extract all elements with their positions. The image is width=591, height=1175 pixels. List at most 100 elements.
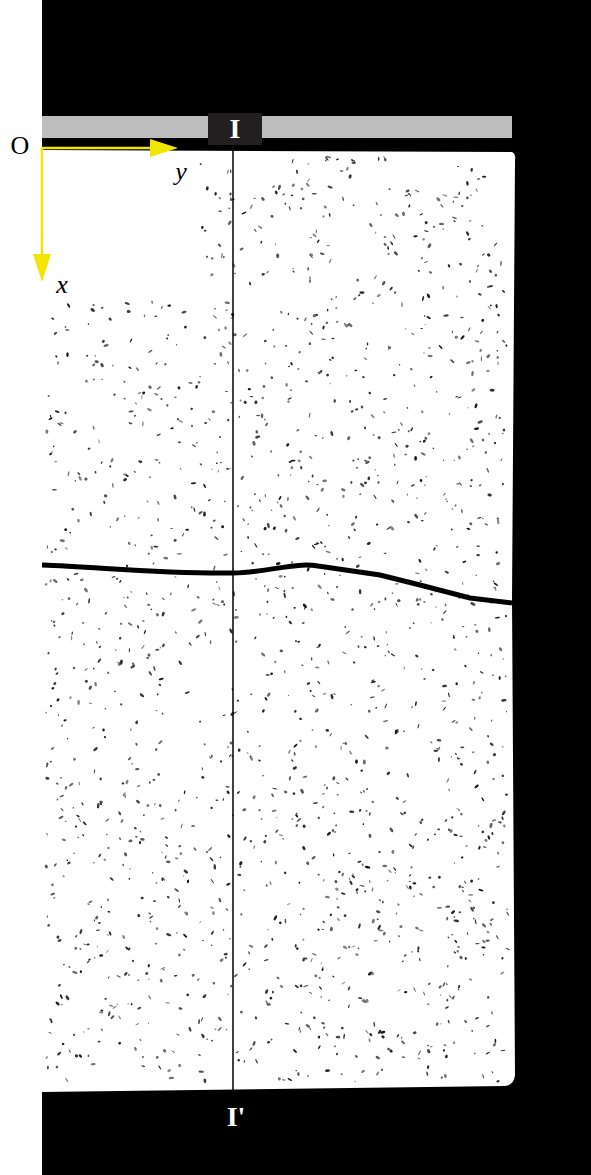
speckle <box>149 476 151 478</box>
speckle <box>308 480 310 482</box>
speckle <box>489 742 494 747</box>
speckle <box>418 559 422 564</box>
speckle <box>400 422 403 426</box>
speckle <box>237 873 241 876</box>
speckle <box>371 918 375 923</box>
speckle <box>306 682 310 686</box>
speckle <box>213 363 216 365</box>
speckle <box>162 1048 167 1053</box>
speckle <box>383 157 387 162</box>
speckle <box>55 355 58 358</box>
speckle <box>470 601 476 606</box>
speckle <box>389 1049 394 1054</box>
speckle <box>496 865 500 868</box>
speckle <box>92 726 95 729</box>
speckle <box>89 512 92 517</box>
speckle <box>210 807 212 810</box>
speckle <box>266 601 268 603</box>
speckle <box>369 1033 373 1037</box>
speckle <box>466 448 468 450</box>
speckle <box>128 839 132 842</box>
speckle <box>321 1022 325 1025</box>
speckle <box>317 816 320 819</box>
speckle <box>500 261 503 267</box>
speckle <box>259 499 262 502</box>
speckle <box>501 290 505 294</box>
speckle <box>147 604 151 607</box>
speckle <box>226 1029 228 1031</box>
speckle <box>395 796 399 800</box>
speckle <box>368 833 372 838</box>
speckle <box>87 323 89 325</box>
speckle <box>249 204 253 209</box>
speckle <box>67 861 71 865</box>
speckle <box>262 774 265 776</box>
speckle <box>142 1056 144 1058</box>
speckle <box>408 430 410 432</box>
speckle <box>372 434 375 437</box>
speckle <box>196 797 198 799</box>
speckle <box>489 918 494 922</box>
speckle <box>213 982 216 984</box>
speckle <box>249 506 252 509</box>
speckle <box>209 857 214 862</box>
speckle <box>452 331 454 334</box>
speckle <box>489 822 493 828</box>
speckle <box>419 213 423 216</box>
speckle <box>79 948 82 951</box>
speckle <box>201 226 204 230</box>
speckle <box>392 234 396 239</box>
speckle <box>283 589 286 592</box>
speckle <box>342 495 345 499</box>
speckle <box>73 1033 76 1036</box>
speckle <box>140 838 145 841</box>
speckle <box>437 828 440 830</box>
speckle <box>146 500 148 502</box>
speckle <box>474 716 476 719</box>
speckle <box>320 962 322 964</box>
speckle <box>51 317 55 320</box>
speckle <box>139 460 142 464</box>
speckle <box>287 903 291 905</box>
speckle <box>101 906 102 908</box>
speckle <box>317 928 320 931</box>
speckle <box>174 975 178 977</box>
speckle <box>343 914 346 917</box>
speckle <box>302 846 307 851</box>
speckle <box>273 915 278 921</box>
speckle <box>98 439 100 444</box>
speckle <box>247 523 249 525</box>
speckle <box>433 547 436 551</box>
speckle <box>383 242 387 246</box>
speckle <box>166 337 169 340</box>
speckle <box>193 507 195 512</box>
speckle <box>377 436 381 440</box>
speckle <box>115 517 119 522</box>
speckle <box>275 562 280 566</box>
speckle <box>92 303 95 306</box>
speckle <box>428 982 431 985</box>
speckle <box>466 197 469 200</box>
speckle <box>407 493 409 495</box>
speckle <box>221 525 224 529</box>
speckle <box>203 511 206 516</box>
speckle <box>435 545 438 547</box>
speckle <box>333 853 335 857</box>
speckle <box>271 809 277 812</box>
speckle <box>53 863 57 867</box>
speckle <box>316 507 320 513</box>
speckle <box>224 301 230 304</box>
speckle <box>260 818 262 821</box>
speckle <box>466 361 471 365</box>
speckle <box>362 376 365 379</box>
speckle <box>497 852 500 855</box>
speckle <box>295 1070 297 1072</box>
speckle <box>424 230 429 233</box>
speckle <box>498 647 503 652</box>
speckle <box>59 794 64 798</box>
speckle <box>204 422 207 424</box>
speckle <box>405 444 409 448</box>
speckle <box>255 435 261 439</box>
speckle <box>124 302 130 306</box>
speckle <box>95 915 99 920</box>
